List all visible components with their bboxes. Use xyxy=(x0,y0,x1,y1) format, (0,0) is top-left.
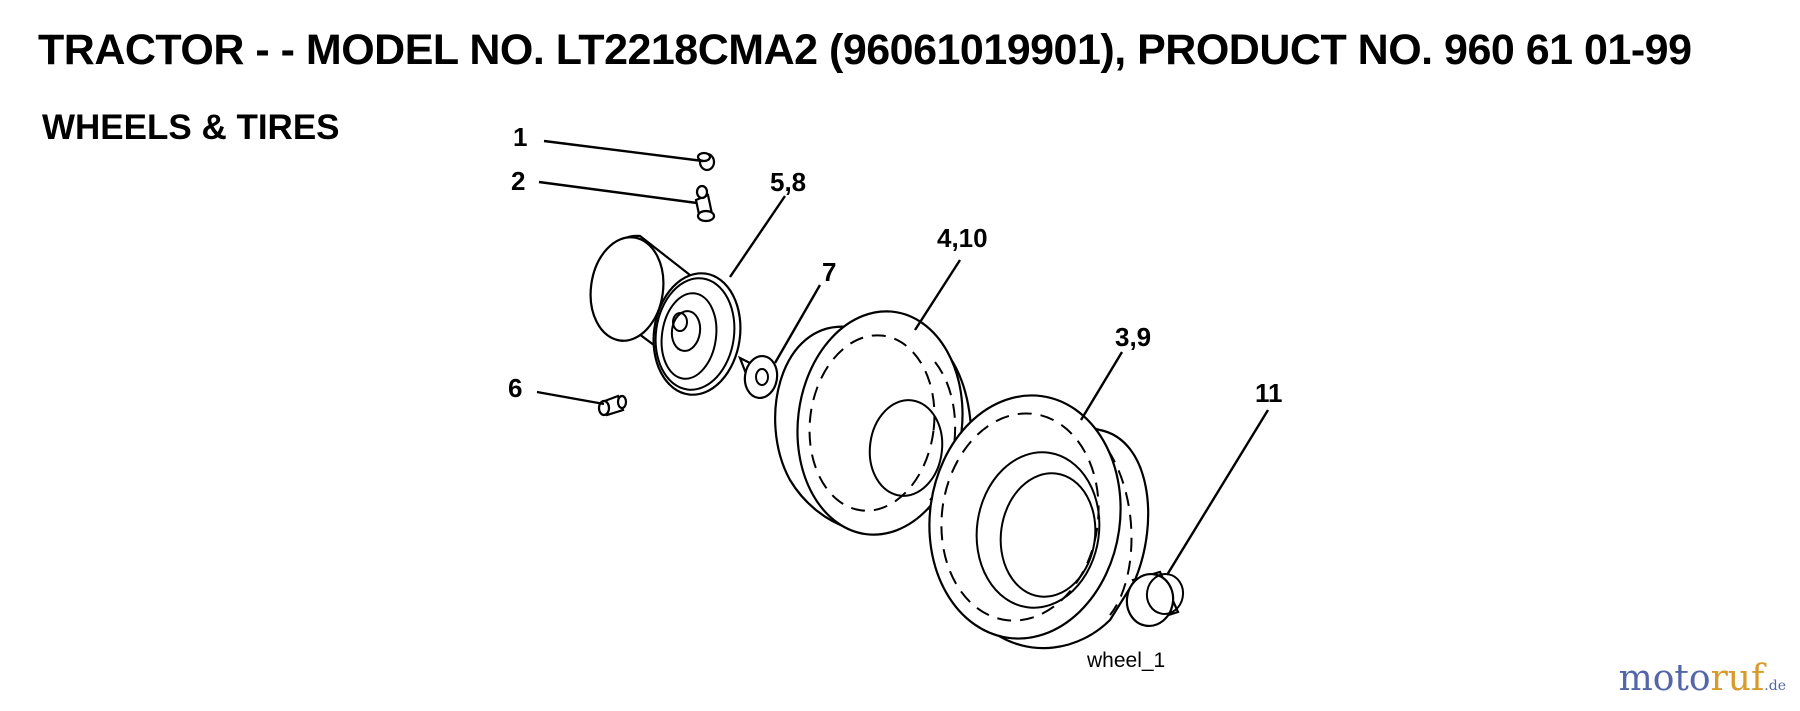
leader-line-410 xyxy=(913,259,962,331)
callout-4-10: 4,10 xyxy=(937,223,988,253)
leader-line-2 xyxy=(538,180,698,205)
grease-fitting-part xyxy=(597,394,628,417)
leader-line-11 xyxy=(1165,409,1270,576)
callout-1: 1 xyxy=(513,122,527,152)
leader-line-7 xyxy=(773,284,822,364)
wheel-rim-part xyxy=(589,234,742,396)
watermark-part-1: moto xyxy=(1618,658,1711,699)
callout-7: 7 xyxy=(822,257,836,287)
bushing-part xyxy=(737,354,779,400)
watermark-logo: motoruf.de xyxy=(1619,658,1786,699)
section-title: WHEELS & TIRES xyxy=(42,108,340,147)
callout-5-8: 5,8 xyxy=(770,167,806,197)
leader-line-1 xyxy=(543,139,704,163)
watermark-suffix: .de xyxy=(1764,678,1786,694)
valve-stem-part xyxy=(694,184,716,223)
leader-line-58 xyxy=(729,195,786,278)
callout-11: 11 xyxy=(1255,378,1283,408)
callout-2: 2 xyxy=(511,166,525,196)
page-title: TRACTOR - - MODEL NO. LT2218CMA2 (960610… xyxy=(38,26,1692,74)
rear-tire-part xyxy=(928,394,1150,650)
callout-3-9: 3,9 xyxy=(1115,322,1151,352)
valve-cap-part xyxy=(696,151,716,172)
leader-line-39 xyxy=(1079,351,1124,421)
leader-line-6 xyxy=(536,390,605,406)
hub-cap-part xyxy=(1125,570,1185,628)
callout-6: 6 xyxy=(508,373,522,403)
front-tire-part xyxy=(774,310,973,536)
watermark-part-2: ruf xyxy=(1710,658,1765,699)
figure-id-label: wheel_1 xyxy=(1086,649,1165,672)
